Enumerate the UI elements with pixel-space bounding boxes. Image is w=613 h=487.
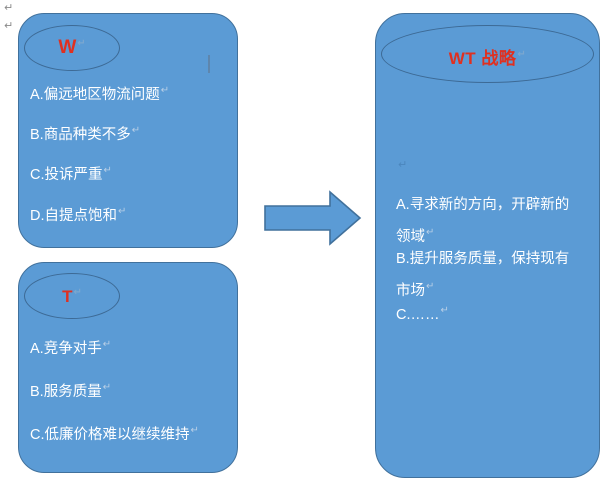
strategy-item-0: A.寻求新的方向，开辟新的领域↵ (396, 197, 570, 245)
weakness-item-0: A.偏远地区物流问题↵ (30, 85, 170, 103)
threat-item-0: A.竞争对手↵ (30, 339, 112, 357)
weakness-item-3: D.自提点饱和↵ (30, 206, 127, 224)
strategy-label: WT 战略↵ (448, 49, 527, 68)
paragraph-mark-icon-1: ↵ (4, 1, 14, 14)
strategy-item-2: C.……↵ (396, 305, 449, 323)
right-arrow-icon (264, 190, 362, 246)
paragraph-mark-icon-2: ↵ (4, 19, 14, 32)
weakness-item-1: B.商品种类不多↵ (30, 125, 141, 143)
strategy-box[interactable] (375, 13, 600, 478)
threat-label-ellipse (24, 273, 120, 319)
weakness-label-ellipse (24, 25, 120, 71)
empty-paragraph-mark-icon: ↵ (398, 158, 408, 171)
text-caret (208, 55, 210, 73)
right-arrow[interactable] (264, 190, 362, 251)
weakness-item-2: C.投诉严重↵ (30, 165, 112, 183)
threat-item-2: C.低廉价格难以继续维持↵ (30, 425, 199, 443)
threat-item-1: B.服务质量↵ (30, 382, 112, 400)
strategy-label-ellipse (381, 25, 594, 83)
weakness-label: W↵ (58, 37, 86, 58)
threat-label: T↵ (62, 287, 82, 306)
strategy-item-1: B.提升服务质量，保持现有市场↵ (396, 251, 570, 299)
